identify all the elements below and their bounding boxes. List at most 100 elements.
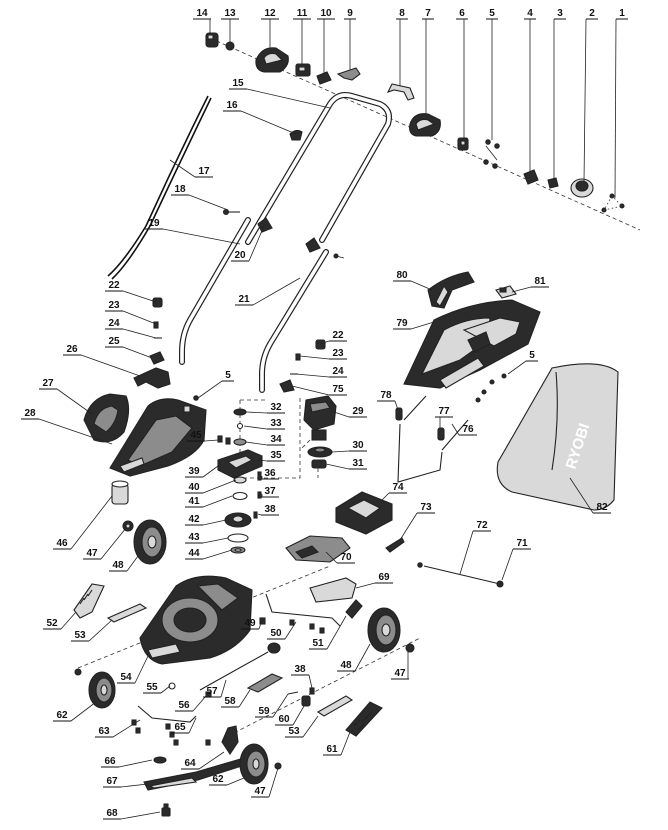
callout-leader-line xyxy=(240,110,297,135)
callout-number: 11 xyxy=(297,8,308,19)
callout-leader-line xyxy=(326,615,347,650)
cover-screws-part xyxy=(217,435,231,445)
screw-b-part xyxy=(193,395,199,401)
callout-leader-line xyxy=(410,280,433,291)
middle-handle-left-part xyxy=(179,217,251,365)
skirt-strip-b-part xyxy=(316,695,354,717)
callout-72: 72 xyxy=(459,520,491,575)
callout-leader-line xyxy=(197,380,223,399)
callout-number: 53 xyxy=(288,726,300,737)
callout-number: 3 xyxy=(557,8,563,19)
callout-leader-line xyxy=(192,695,207,712)
callout-leader-line xyxy=(257,513,262,516)
callout-67: 67 xyxy=(103,776,149,788)
left-fastener-parts xyxy=(149,297,165,365)
callout-leader-line xyxy=(284,621,297,640)
callout-number: 56 xyxy=(178,700,190,711)
callout-78: 78 xyxy=(377,390,399,411)
callout-leader-line xyxy=(202,537,229,544)
callout-13: 13 xyxy=(221,8,239,42)
callout-number: 4 xyxy=(527,8,533,19)
callout-number: 75 xyxy=(332,384,344,395)
callout-leader-line xyxy=(268,767,279,798)
callout-number: 80 xyxy=(396,270,408,281)
callout-6: 6 xyxy=(456,8,468,138)
switch-box-cover-part xyxy=(255,47,289,73)
wheel-a-part xyxy=(133,519,167,565)
callout-leader-line xyxy=(202,465,219,478)
callout-11: 11 xyxy=(293,8,311,64)
callout-82: 82 xyxy=(569,477,611,514)
callout-number: 47 xyxy=(394,668,406,679)
callout-number: 61 xyxy=(326,744,338,755)
callout-number: 10 xyxy=(320,8,332,19)
callout-81: 81 xyxy=(511,276,549,293)
callout-38b: 38 xyxy=(291,664,313,689)
deflector-part xyxy=(285,535,351,563)
callout-number: 5 xyxy=(225,370,231,381)
callout-leader-line xyxy=(202,549,233,560)
callout-number: 78 xyxy=(380,390,392,401)
callout-leader-line xyxy=(333,411,350,418)
skirt-strip-a-part xyxy=(106,603,148,623)
switch-clip-part xyxy=(336,67,361,81)
callout-number: 40 xyxy=(188,482,200,493)
small-nut-part xyxy=(225,41,235,51)
callout-leader-line xyxy=(188,717,197,734)
callout-leader-line xyxy=(258,619,263,630)
callout-leader-line xyxy=(291,385,330,396)
hub-cap-b-part xyxy=(405,643,415,653)
callout-61: 61 xyxy=(323,731,351,756)
callout-number: 16 xyxy=(226,100,238,111)
callout-leader-line xyxy=(70,495,113,550)
callout-number: 19 xyxy=(148,218,160,229)
connector-part xyxy=(457,137,469,151)
callout-leader-line xyxy=(451,423,460,436)
front-axle-fasteners xyxy=(131,719,211,746)
frame-clip-left-part xyxy=(395,407,403,421)
callout-55: 55 xyxy=(143,682,171,694)
callout-68: 68 xyxy=(103,808,161,820)
callout-number: 66 xyxy=(104,756,116,767)
callout-27: 27 xyxy=(39,378,93,415)
callout-number: 23 xyxy=(332,348,344,359)
callout-leader-line xyxy=(302,715,319,738)
callout-leader-line xyxy=(80,354,141,377)
handle-bracket-part xyxy=(133,367,171,389)
callout-44: 44 xyxy=(185,548,233,560)
front-bracket-part xyxy=(221,725,239,755)
callout-leader-line xyxy=(354,643,371,672)
callout-number: 70 xyxy=(340,552,352,563)
blade-adapter-part xyxy=(153,756,167,764)
callout-number: 73 xyxy=(420,502,432,513)
callout-leader-line xyxy=(70,701,97,722)
screws-set-a xyxy=(483,139,500,169)
wheel-d-part xyxy=(239,743,269,785)
callout-leader-line xyxy=(118,759,153,768)
cable-retainer-part xyxy=(570,178,594,198)
callout-number: 38 xyxy=(294,664,306,675)
callout-number: 59 xyxy=(258,706,270,717)
callout-47c: 47 xyxy=(251,767,279,798)
callout-66: 66 xyxy=(101,756,153,768)
callout-number: 1 xyxy=(619,8,625,19)
callout-number: 82 xyxy=(596,502,608,513)
callout-5b: 5 xyxy=(197,370,234,399)
callout-leader-line xyxy=(308,674,313,689)
callout-50: 50 xyxy=(267,621,297,640)
callout-number: 81 xyxy=(534,276,546,287)
callout-26: 26 xyxy=(63,344,141,377)
callout-number: 5 xyxy=(529,350,535,361)
callout-number: 24 xyxy=(332,366,344,377)
callout-number: 21 xyxy=(238,294,250,305)
callout-49: 49 xyxy=(241,618,263,630)
callout-leader-line xyxy=(246,88,331,109)
callout-17: 17 xyxy=(169,159,213,178)
callout-3: 3 xyxy=(553,8,566,180)
callout-number: 23 xyxy=(108,300,120,311)
callout-20: 20 xyxy=(231,225,265,262)
callout-leader-line xyxy=(122,346,153,359)
callout-16: 16 xyxy=(223,100,297,135)
callout-28: 28 xyxy=(21,408,113,445)
rear-axle-part xyxy=(417,562,501,585)
